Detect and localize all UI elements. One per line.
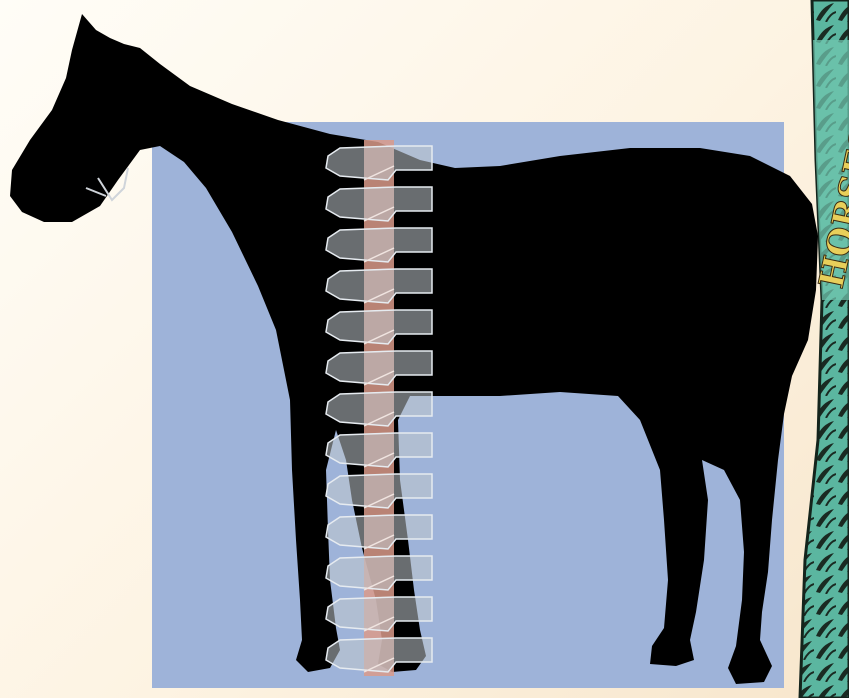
side-banner: HORSES (800, 0, 849, 698)
